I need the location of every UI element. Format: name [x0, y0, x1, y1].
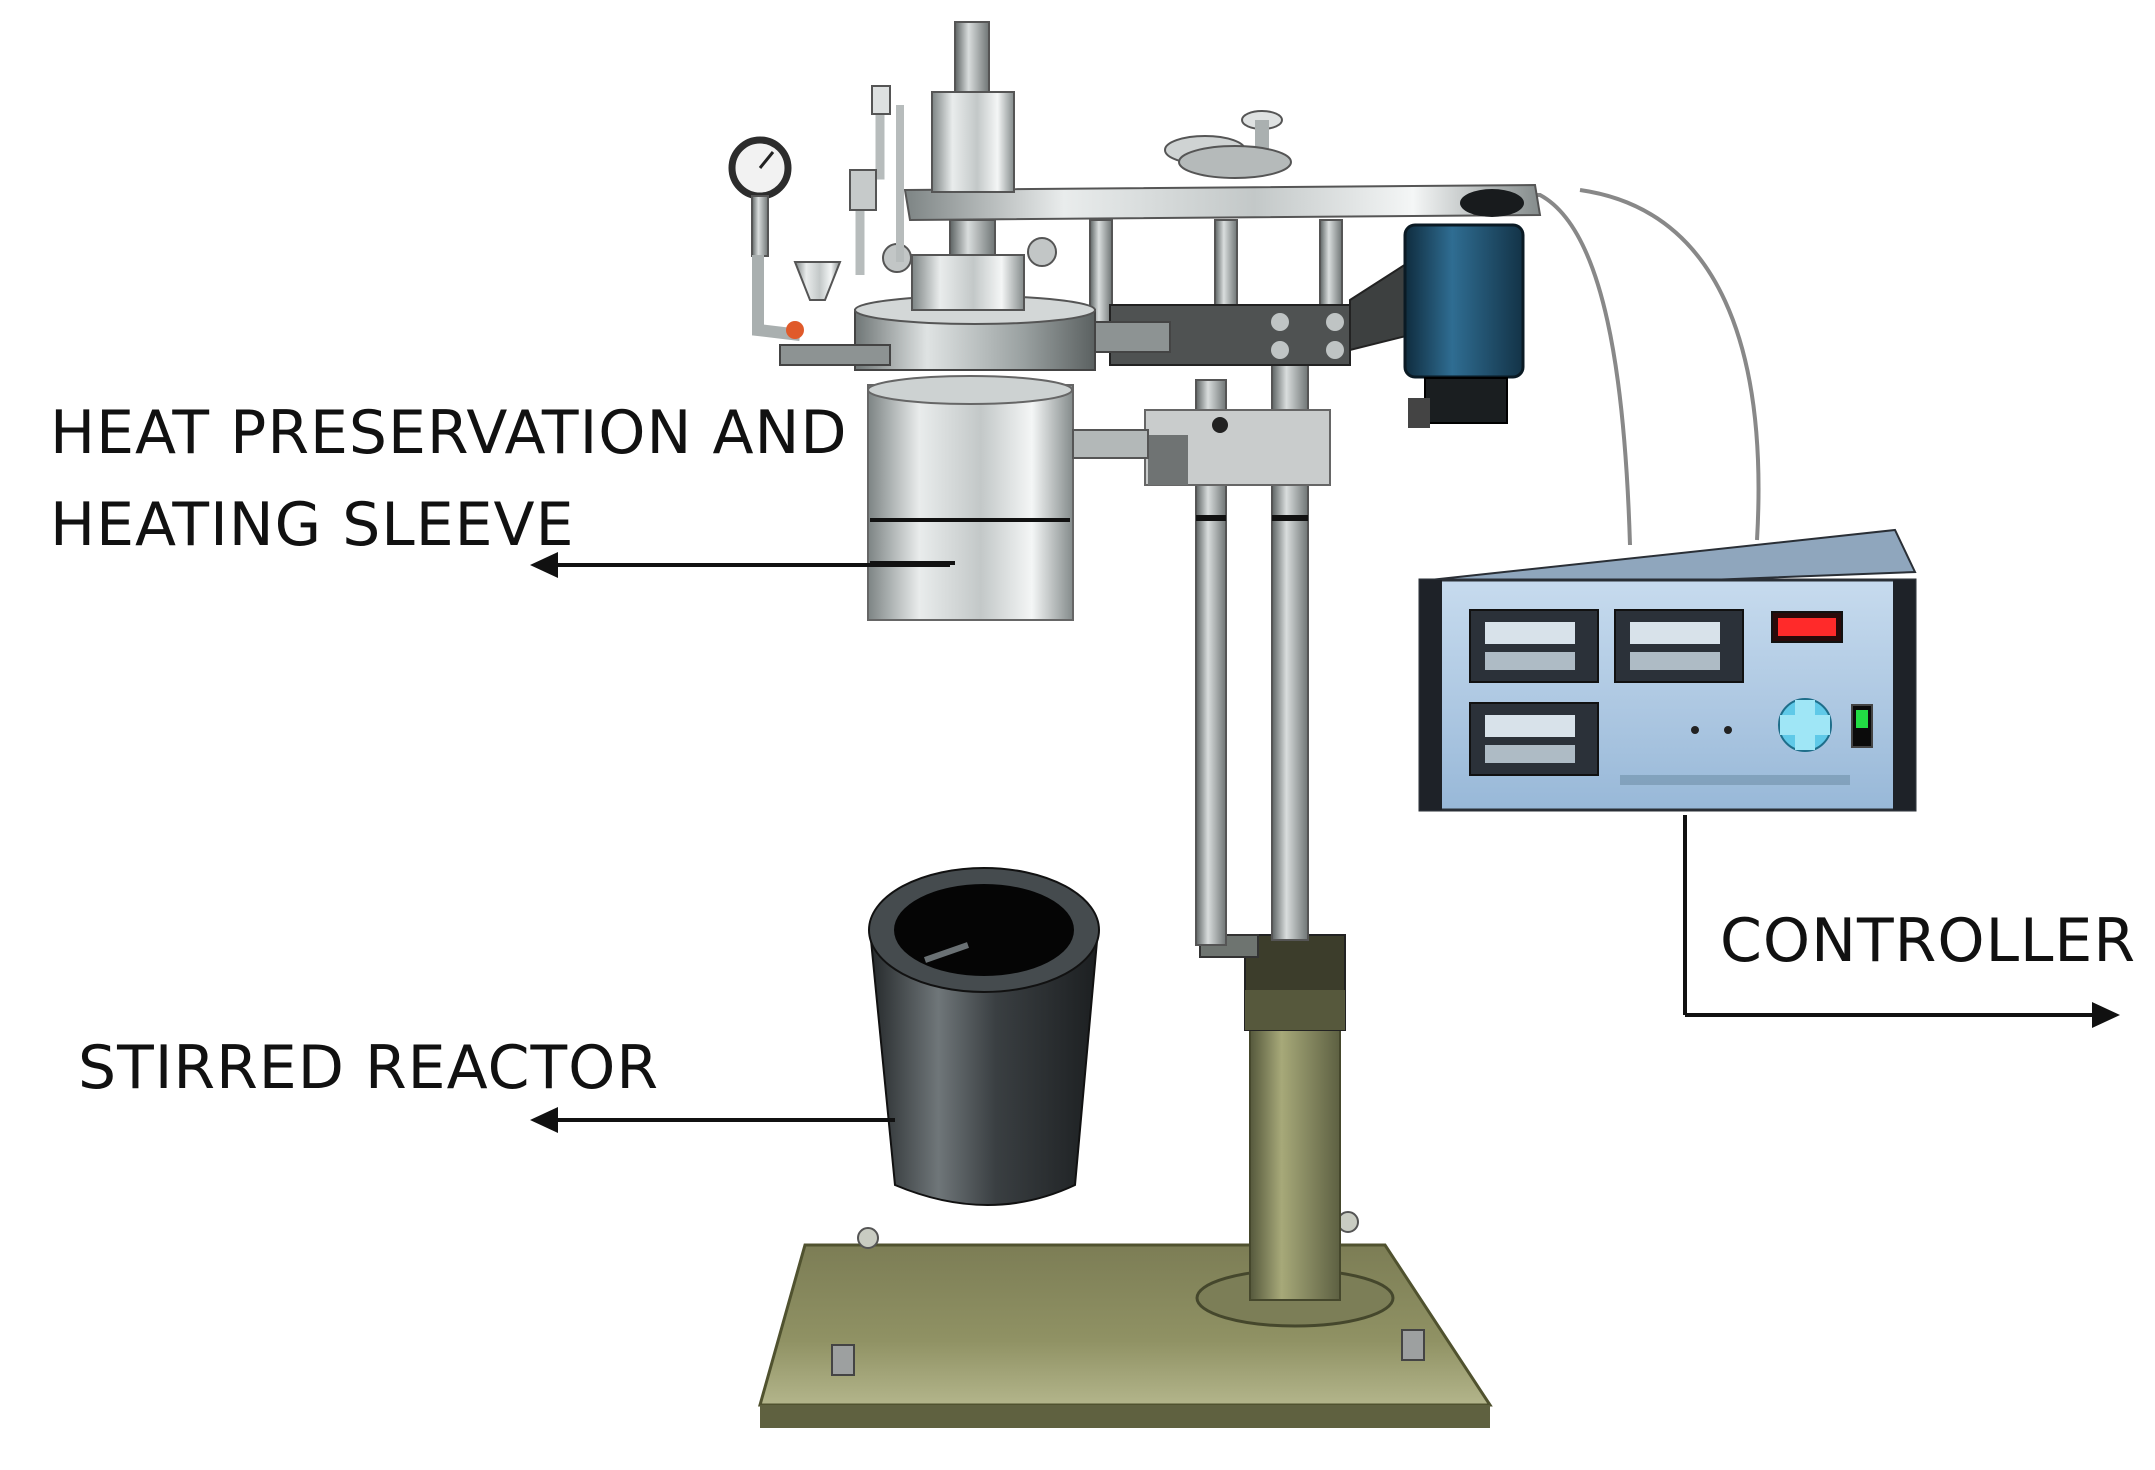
stirred-reactor-vessel [868, 867, 1100, 1206]
stirred-reactor-label: STIRRED REACTOR [78, 1033, 660, 1103]
controller-label: CONTROLLER [1720, 906, 2137, 976]
support-column [1195, 359, 1346, 1301]
base-plate [758, 1211, 1493, 1428]
stirring-motor [1403, 223, 1525, 379]
base-bolt [1401, 1329, 1425, 1361]
heating-sleeve-label-line-2: HEATING SLEEVE [50, 490, 575, 560]
control-cable [1579, 188, 1761, 541]
annotation-arrows [530, 552, 2120, 1133]
feed-funnel [793, 261, 842, 301]
temperature-display [1614, 609, 1744, 683]
valve [849, 169, 877, 211]
temperature-display [1469, 609, 1599, 683]
stirring-shaft [954, 21, 990, 98]
heating-sleeve-label-line-1: HEAT PRESERVATION AND [50, 398, 848, 468]
base-bolt [831, 1344, 855, 1376]
arrow-head [2092, 1002, 2120, 1028]
arrow-head [530, 552, 558, 578]
reactor-head [728, 85, 1171, 371]
controller-unit [1418, 188, 1917, 812]
temperature-display [1469, 702, 1599, 776]
heating-sleeve [867, 375, 1149, 621]
control-cable [1520, 193, 1632, 546]
base-bolt [857, 1227, 879, 1249]
arrow-head [530, 1107, 558, 1133]
